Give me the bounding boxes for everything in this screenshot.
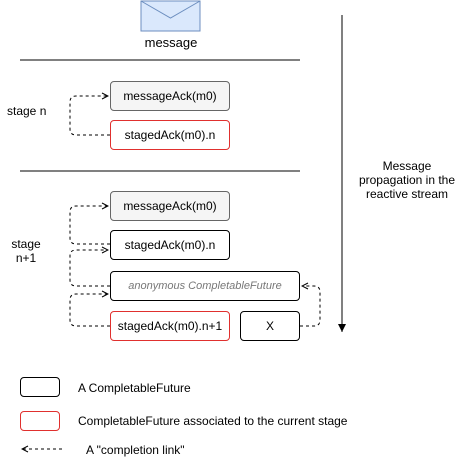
legend-completion-link-label: A "completion link" bbox=[86, 443, 185, 457]
stage-n-staged-ack-box: stagedAck(m0).n bbox=[110, 120, 230, 150]
stage-n1-message-ack-box: messageAck(m0) bbox=[110, 191, 230, 221]
stage-n1-staged-ack-n1-box: stagedAck(m0).n+1 bbox=[110, 311, 230, 341]
stage-n1-label: stage n+1 bbox=[7, 237, 45, 265]
completion-link-stage-n1-b bbox=[69, 250, 110, 287]
legend-completable-future-label: A CompletableFuture bbox=[78, 381, 191, 395]
propagation-label: Message propagation in the reactive stre… bbox=[352, 159, 461, 201]
legend-current-stage-swatch bbox=[20, 411, 60, 431]
stage-n1-staged-ack-n-box: stagedAck(m0).n bbox=[110, 230, 230, 260]
propagation-label-line3: reactive stream bbox=[365, 187, 449, 201]
message-label: message bbox=[144, 35, 198, 50]
propagation-label-line1: Message bbox=[382, 159, 432, 173]
completion-link-stage-n1-c bbox=[69, 294, 110, 327]
completion-link-x-to-anonymous bbox=[300, 286, 321, 327]
stage-n1-label-line1: stage bbox=[11, 237, 41, 251]
anonymous-completable-future-box: anonymous CompletableFuture bbox=[110, 271, 300, 301]
envelope-icon bbox=[140, 0, 201, 32]
x-box: X bbox=[240, 311, 300, 341]
legend-current-stage-label: CompletableFuture associated to the curr… bbox=[78, 414, 348, 428]
stage-n1-label-line2: n+1 bbox=[15, 251, 37, 265]
stage-n-message-ack-box: messageAck(m0) bbox=[110, 81, 230, 111]
propagation-label-line2: propagation in the bbox=[358, 173, 456, 187]
stage-n-label: stage n bbox=[7, 104, 47, 118]
legend-completable-future-swatch bbox=[20, 377, 60, 397]
completion-link-stage-n bbox=[69, 96, 110, 136]
completion-link-stage-n1-a bbox=[69, 206, 110, 245]
